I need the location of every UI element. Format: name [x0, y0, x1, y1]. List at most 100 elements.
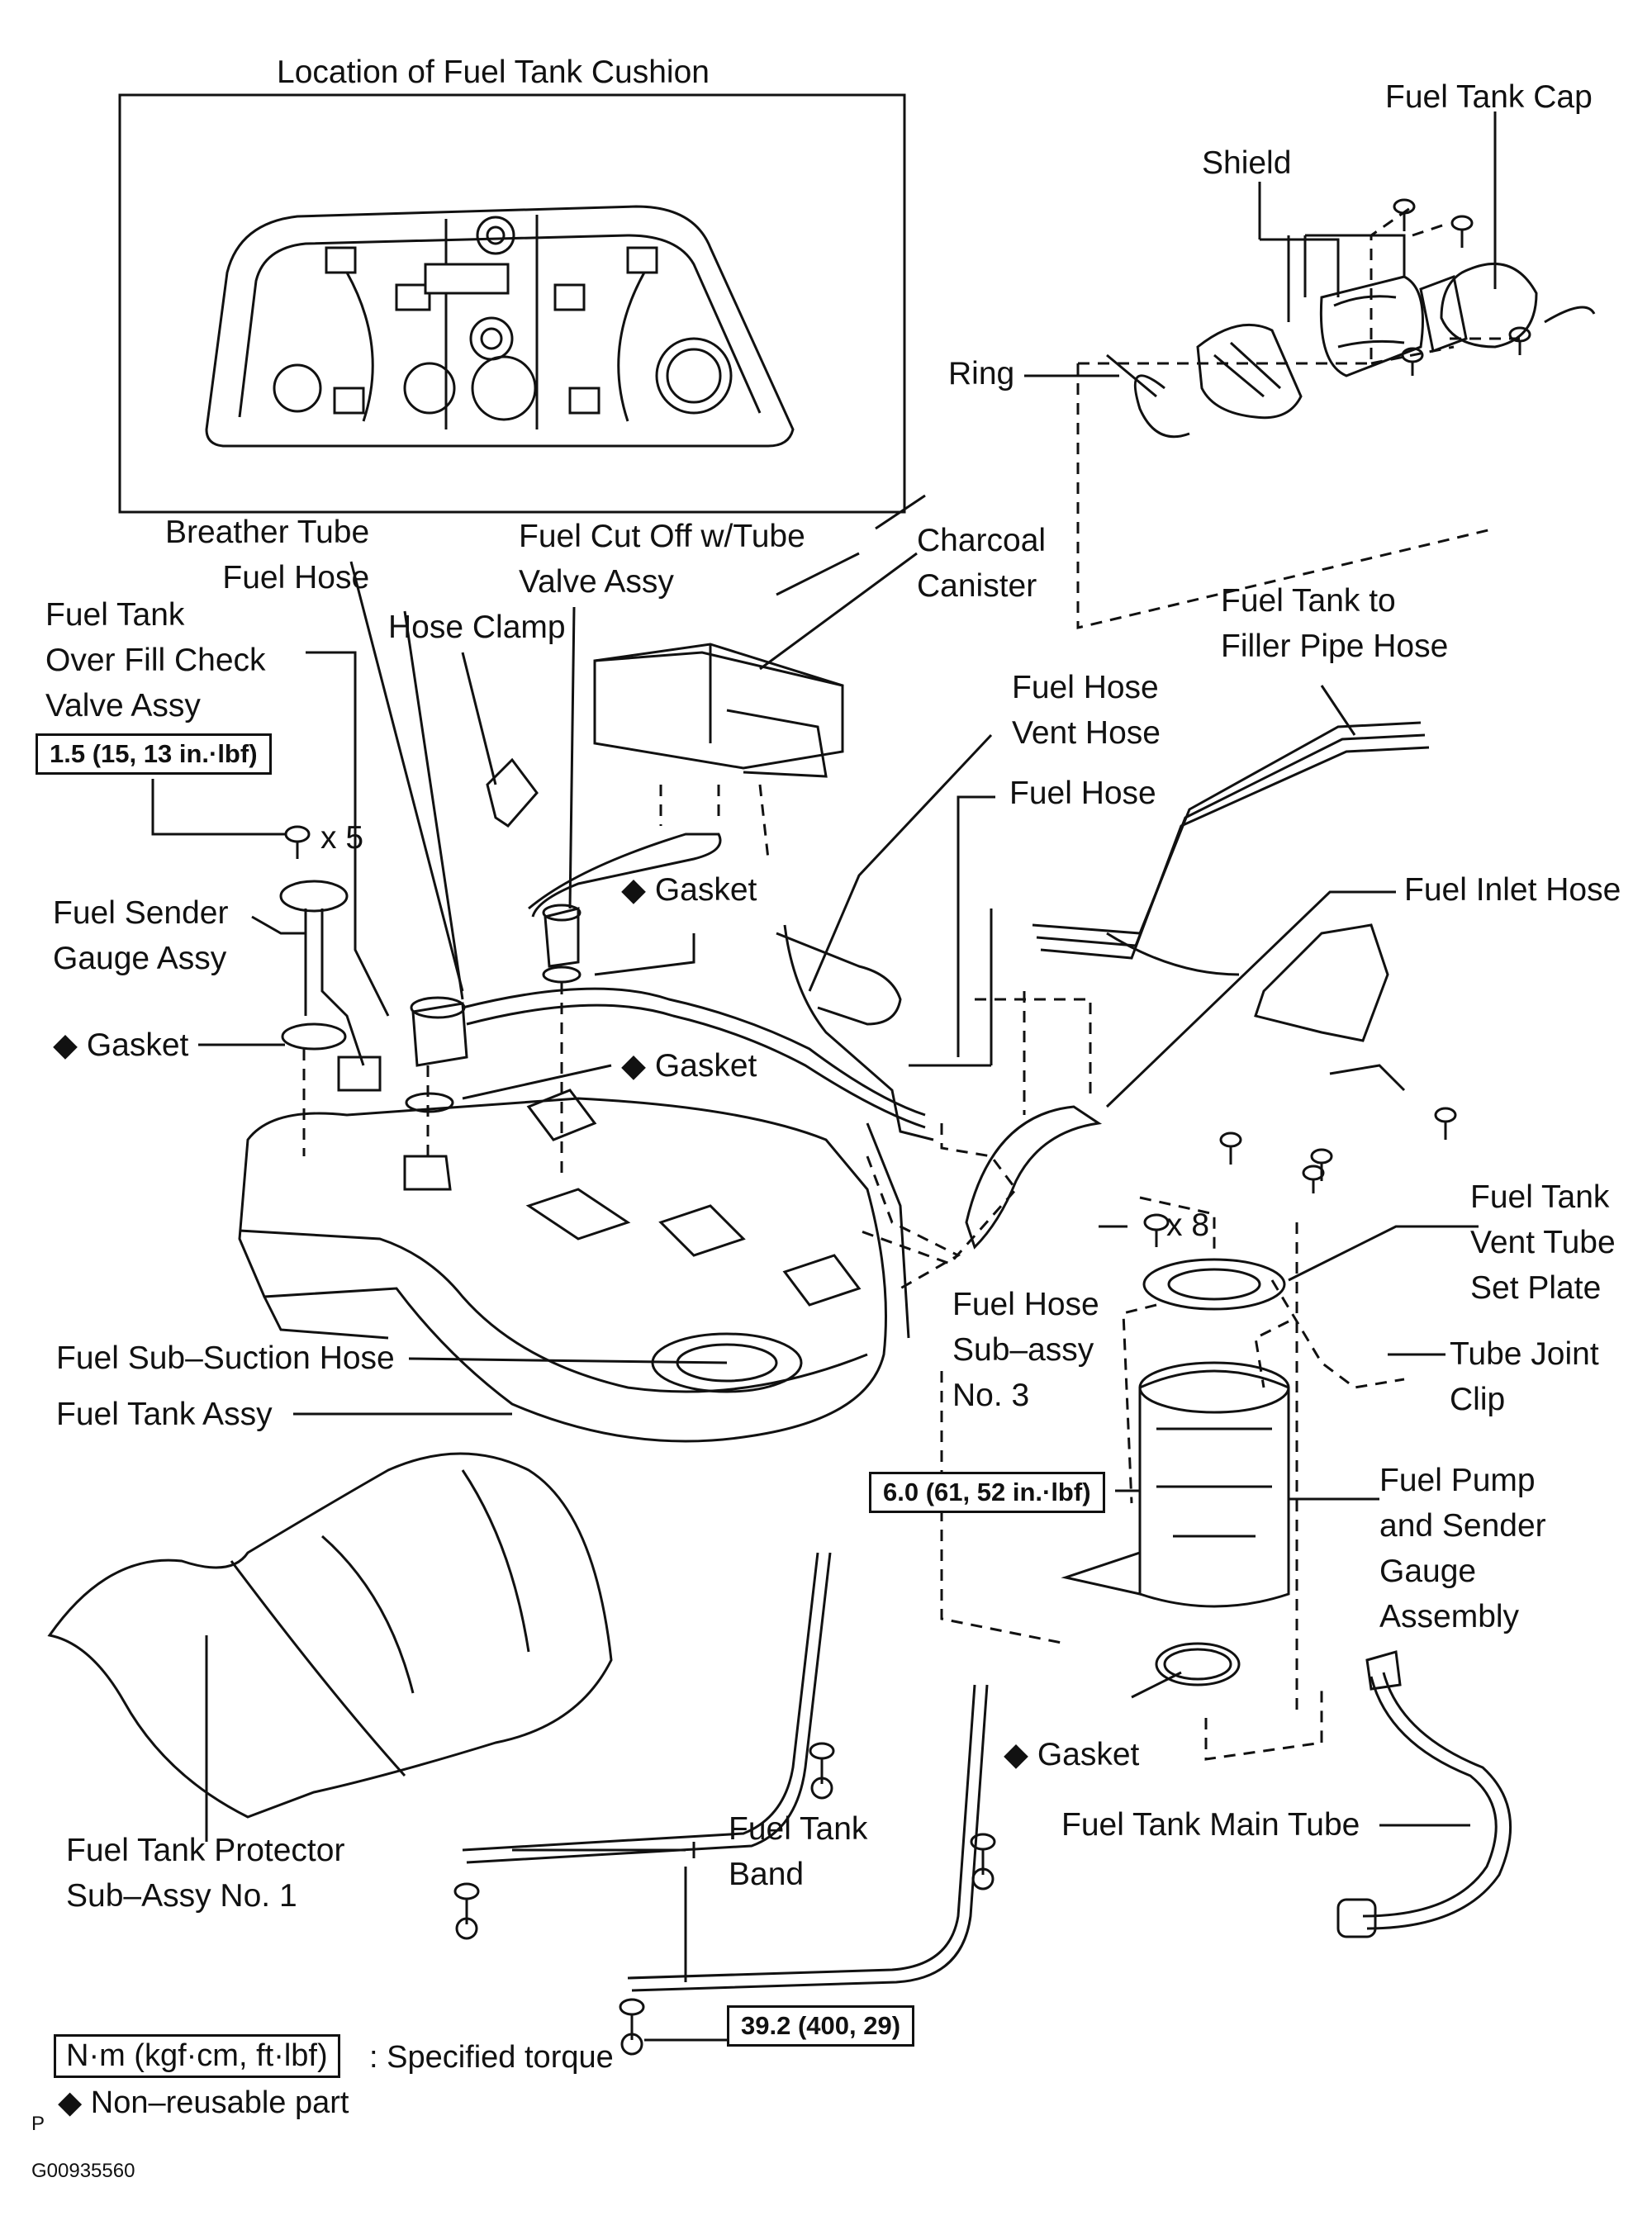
label-gasket-sender: ◆ Gasket — [53, 1022, 188, 1068]
label-text: Gasket — [654, 1048, 757, 1084]
leader-line — [568, 606, 576, 909]
leader-line — [1288, 1225, 1479, 1282]
legend-non-reusable: ◆ Non–reusable part — [58, 2084, 349, 2121]
label-fuel-pump-assembly: Fuel Pump and Sender Gauge Assembly — [1379, 1458, 1546, 1639]
cushion-pad — [626, 246, 658, 274]
label-tube-joint-clip: Tube Joint Clip — [1450, 1331, 1599, 1422]
bracket — [1254, 923, 1389, 1042]
leader-line — [408, 1357, 728, 1364]
cushion-pad — [395, 283, 431, 311]
label-vent-tube-set-plate: Fuel Tank Vent Tube Set Plate — [1470, 1174, 1616, 1311]
label-ring: Ring — [948, 356, 1015, 391]
label-line: Valve Assy — [45, 688, 201, 723]
leader-line — [866, 1122, 910, 1339]
fuel-tank-cap — [1440, 262, 1538, 349]
overfill-check-valve — [411, 1002, 468, 1067]
label-line: Assembly — [1379, 1599, 1520, 1634]
label-text: Gasket — [86, 1027, 189, 1063]
label-line: Fuel Pump — [1379, 1463, 1536, 1498]
ring — [1133, 374, 1190, 439]
bolt — [1219, 1107, 1457, 1193]
torque-overfill: 1.5 (15, 13 in.·lbf) — [36, 733, 272, 775]
leader-line — [461, 652, 497, 785]
label-line: Clip — [1450, 1382, 1506, 1417]
charcoal-canister — [593, 651, 844, 770]
label-line: Fuel Tank — [729, 1811, 868, 1847]
label-line: Gauge Assy — [53, 941, 227, 976]
diamond-icon: ◆ — [53, 1027, 78, 1063]
label-text: Gasket — [654, 872, 757, 908]
label-fuel-hose-no3: Fuel Hose Sub–assy No. 3 — [952, 1282, 1099, 1418]
fuel-cut-off-valve — [544, 907, 580, 968]
cushion-pad — [333, 387, 365, 415]
label-fuel-sender-gauge-assy: Fuel Sender Gauge Assy — [53, 890, 228, 981]
label-line: Vent Tube — [1470, 1225, 1616, 1260]
diamond-icon: ◆ — [58, 2085, 83, 2120]
legend-unit-text: : Specified torque — [369, 2040, 614, 2075]
sender-gasket — [281, 1022, 347, 1051]
fuel-tank-protector — [47, 1452, 613, 1819]
label-x5: x 5 — [320, 820, 364, 856]
label-line: Fuel Hose — [1012, 670, 1159, 705]
label-fuel-inlet-hose: Fuel Inlet Hose — [1404, 872, 1621, 908]
label-line: Vent Hose — [1012, 715, 1161, 751]
label-gasket-pump: ◆ Gasket — [1004, 1732, 1139, 1777]
figure-id: G00935560 — [31, 2160, 135, 2182]
label-line: Fuel Sender — [53, 895, 229, 931]
label-text: Gasket — [1037, 1737, 1140, 1772]
bolt — [619, 1998, 645, 2056]
label-line: Fuel Tank Protector — [66, 1833, 345, 1868]
fuel-tank-main-tube — [1362, 1676, 1498, 1918]
leader-line — [403, 610, 464, 1000]
label-line: Filler Pipe Hose — [1221, 629, 1449, 664]
label-gasket-cutoff: ◆ Gasket — [621, 867, 757, 913]
label-line: Fuel Cut Off w/Tube — [519, 519, 805, 554]
bolt — [453, 1882, 480, 1940]
label-line: Sub–assy — [952, 1332, 1094, 1368]
label-line: Tube Joint — [1450, 1336, 1599, 1372]
label-filler-pipe-hose: Fuel Tank to Filler Pipe Hose — [1221, 578, 1448, 669]
bolt — [1393, 198, 1531, 376]
leader-line — [957, 795, 995, 1057]
legend-unit-box: N·m (kgf·cm, ft·lbf) — [54, 2034, 340, 2078]
cushion-pad — [553, 283, 586, 311]
label-line: and Sender — [1379, 1508, 1546, 1544]
leader-line — [1105, 890, 1396, 1108]
label-fuel-hose: Fuel Hose — [1009, 776, 1156, 811]
label-fuel-tank-main-tube: Fuel Tank Main Tube — [1061, 1807, 1360, 1843]
label-line: Gauge — [1379, 1554, 1477, 1589]
fuel-sender-gauge-assy — [279, 880, 349, 913]
diamond-icon: ◆ — [1004, 1737, 1028, 1772]
leader-line — [151, 779, 285, 836]
fuel-pump-sender-gauge-assembly — [1138, 1369, 1290, 1608]
fuel-tank-band — [462, 1552, 819, 1852]
p-mark: P — [31, 2113, 45, 2135]
shield — [1319, 275, 1424, 377]
fuel-hose-to-filler — [1032, 721, 1422, 935]
label-line: No. 3 — [952, 1378, 1030, 1413]
leader-line — [306, 651, 390, 1017]
bolt — [809, 1742, 835, 1800]
cut-off-gasket — [542, 965, 582, 984]
label-line: Valve Assy — [519, 564, 674, 600]
label-line: Set Plate — [1470, 1270, 1602, 1306]
label-line: Sub–Assy No. 1 — [66, 1878, 297, 1914]
label-x8: x 8 — [1166, 1207, 1210, 1243]
leader-line — [251, 915, 306, 935]
leader-line — [1258, 182, 1340, 297]
label-line: Over Fill Check — [45, 643, 266, 678]
cushion-pad — [325, 246, 357, 274]
label-charcoal-canister: Charcoal Canister — [917, 518, 1046, 609]
label-fuel-tank-band: Fuel Tank Band — [729, 1806, 867, 1897]
leader-line — [1131, 1671, 1182, 1699]
vent-tube-set-plate — [1142, 1258, 1286, 1311]
label-line: Fuel Hose — [222, 560, 370, 595]
vent-hose — [528, 833, 722, 918]
inset-frame — [118, 93, 906, 514]
label-line: Fuel Tank — [45, 597, 185, 633]
label-line: Fuel Tank — [1470, 1179, 1610, 1215]
fuel-inlet-hose — [965, 1105, 1103, 1250]
label-shield: Shield — [1202, 145, 1292, 181]
label-line: Band — [729, 1857, 805, 1892]
